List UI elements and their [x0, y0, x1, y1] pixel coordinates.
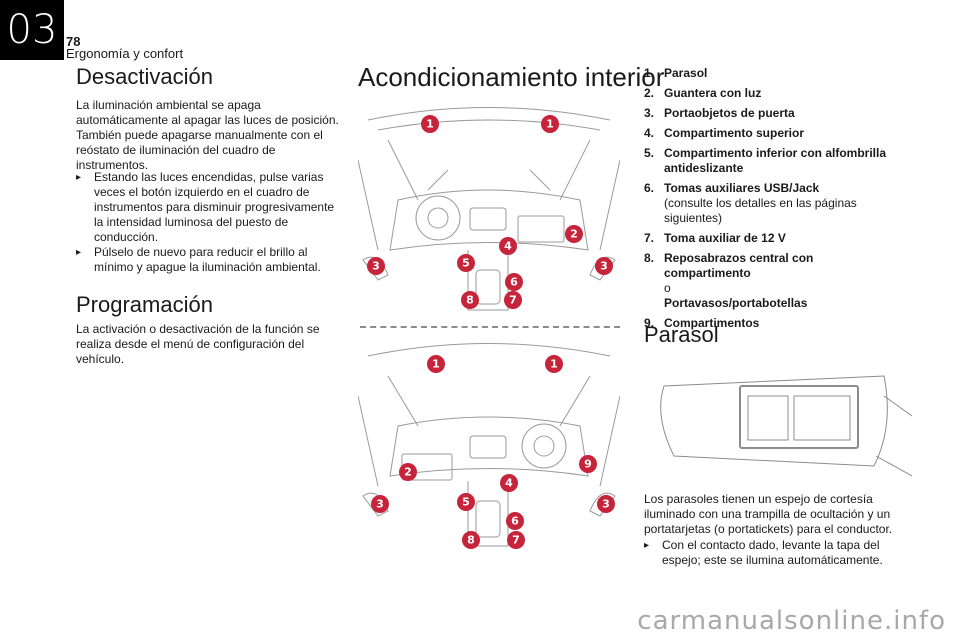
svg-text:2: 2 [570, 228, 578, 241]
interior-legend: 1.Parasol 2.Guantera con luz 3.Portaobje… [644, 66, 894, 336]
parasol-paragraph: Los parasoles tienen un espejo de cortes… [644, 492, 893, 536]
callout-marker: 3 [371, 495, 389, 513]
list-item: 3.Portaobjetos de puerta [644, 106, 795, 120]
svg-text:5: 5 [462, 496, 470, 509]
programacion-paragraph: La activación o desactivación de la func… [76, 322, 320, 366]
interior-diagram-top: 1 1 2 3 4 5 6 3 7 8 [358, 107, 620, 311]
svg-text:4: 4 [504, 240, 512, 253]
list-item: 5.Compartimento inferior con alfombrilla… [644, 146, 887, 175]
callout-marker: 7 [504, 291, 522, 309]
diagram-callouts-bottom: 1 1 9 2 4 3 5 3 6 8 7 [371, 355, 615, 549]
callout-marker: 2 [399, 463, 417, 481]
callout-marker: 5 [457, 493, 475, 511]
svg-text:7: 7 [509, 294, 517, 307]
chapter-title: Ergonomía y confort [66, 46, 184, 61]
watermark: carmanualsonline.info [637, 606, 946, 636]
parasol-heading: Parasol [644, 322, 719, 347]
callout-marker: 4 [499, 237, 517, 255]
svg-text:8: 8 [466, 294, 474, 307]
callout-marker: 1 [421, 115, 439, 133]
svg-text:6: 6 [510, 276, 518, 289]
chapter-tab: 03 [0, 0, 64, 60]
callout-marker: 5 [457, 254, 475, 272]
desactivacion-paragraph: La iluminación ambiental se apaga automá… [76, 98, 339, 172]
svg-text:4: 4 [505, 477, 513, 490]
svg-text:3: 3 [376, 498, 384, 511]
desactivacion-bullets: ▸Estando las luces encendidas, pulse var… [76, 170, 346, 275]
callout-marker: 1 [545, 355, 563, 373]
list-item: 6.Tomas auxiliares USB/Jack(consulte los… [644, 181, 857, 225]
callout-marker: 9 [579, 455, 597, 473]
desactivacion-heading: Desactivación [76, 64, 213, 89]
svg-text:1: 1 [546, 118, 554, 131]
svg-text:7: 7 [512, 534, 520, 547]
diagram-separator [360, 326, 620, 328]
callout-marker: 3 [595, 257, 613, 275]
callout-marker: 3 [367, 257, 385, 275]
list-item: 4.Compartimento superior [644, 126, 805, 140]
svg-text:9: 9 [584, 458, 592, 471]
callout-marker: 3 [597, 495, 615, 513]
svg-text:3: 3 [372, 260, 380, 273]
arrow-bullet-icon: ▸ [76, 247, 82, 258]
callout-marker: 2 [565, 225, 583, 243]
callout-marker: 7 [507, 531, 525, 549]
list-item: 2.Guantera con luz [644, 86, 762, 100]
svg-text:1: 1 [432, 358, 440, 371]
callout-marker: 8 [461, 291, 479, 309]
callout-marker: 6 [505, 273, 523, 291]
callout-marker: 6 [506, 512, 524, 530]
svg-text:1: 1 [550, 358, 558, 371]
sun-visor-illustration [660, 375, 912, 477]
list-item: 7.Toma auxiliar de 12 V [644, 231, 786, 245]
svg-text:2: 2 [404, 466, 412, 479]
page-number: 78 [66, 34, 81, 49]
arrow-bullet-icon: ▸ [76, 172, 82, 183]
arrow-bullet-icon: ▸ [644, 540, 650, 551]
chapter-number: 03 [6, 7, 58, 53]
svg-text:3: 3 [600, 260, 608, 273]
callout-marker: 1 [541, 115, 559, 133]
diagram-callouts-top: 1 1 2 3 4 5 6 3 7 8 [367, 115, 613, 309]
acondicionamiento-heading: Acondicionamiento interior [358, 62, 665, 92]
callout-marker: 4 [500, 474, 518, 492]
list-item: 1.Parasol [644, 66, 708, 80]
callout-marker: 1 [427, 355, 445, 373]
svg-text:6: 6 [511, 515, 519, 528]
list-item: 8.Reposabrazos central con compartimento… [644, 251, 814, 310]
svg-text:5: 5 [462, 257, 470, 270]
list-item: ▸Estando las luces encendidas, pulse var… [76, 170, 335, 244]
svg-text:3: 3 [602, 498, 610, 511]
list-item: 9.Compartimentos [644, 316, 760, 330]
parasol-bullet: ▸Con el contacto dado, levante la tapa d… [644, 538, 883, 567]
list-item: ▸Púlselo de nuevo para reducir el brillo… [76, 245, 321, 274]
interior-diagram-bottom: 1 1 9 2 4 3 5 3 6 8 7 [358, 343, 620, 549]
svg-text:8: 8 [467, 534, 475, 547]
callout-marker: 8 [462, 531, 480, 549]
svg-text:1: 1 [426, 118, 434, 131]
programacion-heading: Programación [76, 292, 213, 317]
